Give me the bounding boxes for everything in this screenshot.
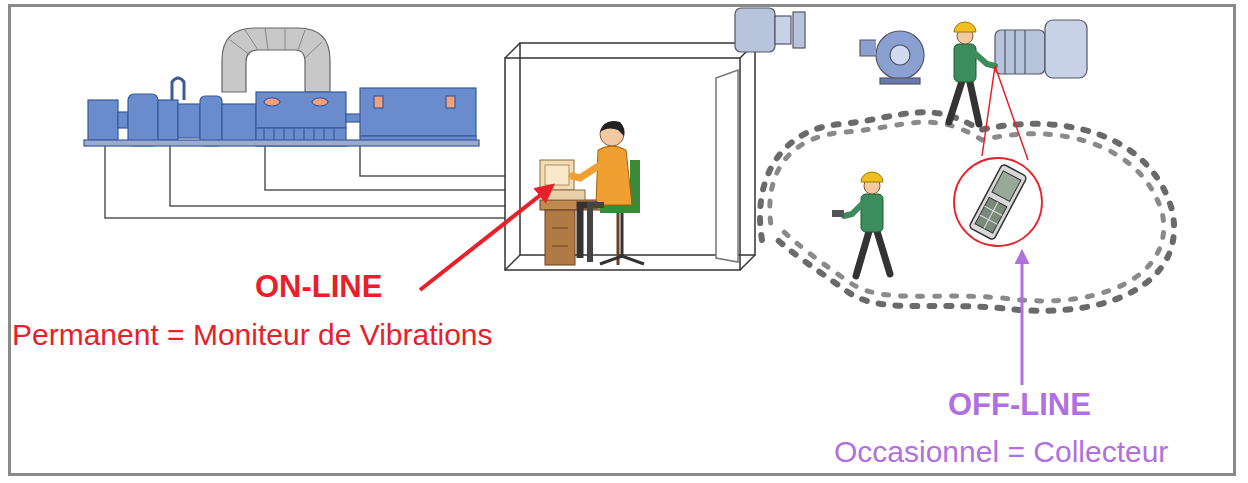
indicator bbox=[374, 96, 383, 108]
operator-arm bbox=[572, 165, 600, 178]
desk-drawer bbox=[545, 210, 575, 265]
machine-part bbox=[88, 100, 118, 140]
machine-train bbox=[84, 28, 479, 146]
worker-leg bbox=[876, 228, 890, 274]
duct-rib bbox=[245, 30, 258, 50]
machine-part bbox=[200, 96, 222, 146]
machine-skid bbox=[84, 140, 479, 146]
room-edge bbox=[505, 43, 520, 58]
pointer-arrow bbox=[1021, 252, 1024, 385]
indicator bbox=[312, 98, 328, 106]
machine-part bbox=[158, 100, 178, 140]
zoom-line bbox=[982, 66, 995, 156]
computer-screen bbox=[545, 165, 569, 185]
room-edge bbox=[505, 255, 520, 270]
computer-base bbox=[545, 190, 585, 200]
control-room bbox=[505, 43, 755, 270]
zoom-line bbox=[995, 66, 1028, 160]
room-door bbox=[716, 70, 738, 262]
machine-part bbox=[118, 112, 128, 128]
worker-leg bbox=[969, 78, 979, 124]
motor-rib bbox=[1014, 30, 1015, 74]
mode-heading: ON-LINE bbox=[255, 270, 382, 304]
motor-rib bbox=[1024, 30, 1025, 74]
motor-body bbox=[995, 30, 1045, 74]
worker-arm bbox=[844, 200, 866, 216]
fan-housing bbox=[876, 31, 924, 79]
duct-rib bbox=[230, 40, 250, 55]
motor-body bbox=[735, 8, 775, 52]
chair-seat bbox=[600, 205, 640, 213]
chair-legs bbox=[600, 256, 644, 264]
footprints bbox=[760, 112, 1174, 310]
footprints bbox=[770, 122, 1164, 301]
field-machines bbox=[735, 8, 1087, 84]
room-edge bbox=[740, 255, 755, 270]
worker-leg bbox=[949, 78, 963, 122]
duct-rib bbox=[265, 28, 268, 50]
room-front bbox=[505, 58, 740, 270]
collector-device bbox=[969, 164, 1028, 241]
operator-desk bbox=[540, 121, 644, 265]
operator-shirt bbox=[596, 146, 632, 205]
duct-rib bbox=[298, 30, 305, 50]
indicator bbox=[264, 98, 280, 106]
fan-hub bbox=[890, 45, 910, 65]
collector-screen bbox=[992, 171, 1021, 202]
signal-wire bbox=[265, 145, 505, 190]
machine-part bbox=[360, 88, 476, 136]
worker-arm bbox=[971, 50, 995, 66]
machine-pipe bbox=[172, 78, 184, 100]
pointer-arrow bbox=[420, 186, 552, 290]
collector-zoom bbox=[954, 66, 1042, 246]
signal-wire bbox=[105, 140, 505, 218]
hard-hat bbox=[861, 172, 883, 182]
mode-description: Occasionnel = Collecteur bbox=[834, 435, 1168, 468]
machine-part bbox=[222, 104, 256, 142]
motor-flange bbox=[793, 12, 805, 48]
worker-leg bbox=[856, 228, 870, 276]
machine-part bbox=[256, 92, 346, 128]
motor-coupling bbox=[775, 16, 791, 44]
collector-keypad bbox=[975, 197, 1007, 233]
motor-rib bbox=[1004, 30, 1005, 74]
air-duct bbox=[222, 28, 330, 92]
duct-ribs bbox=[230, 28, 322, 58]
operator-head bbox=[600, 122, 624, 146]
mode-heading: OFF-LINE bbox=[948, 388, 1091, 422]
indicator bbox=[446, 96, 455, 108]
motor-body bbox=[1045, 20, 1087, 78]
desk-line bbox=[552, 246, 568, 247]
collector-device bbox=[832, 210, 844, 217]
field-worker bbox=[832, 172, 890, 276]
signal-wires bbox=[105, 140, 505, 218]
desk-line bbox=[552, 228, 568, 229]
fan-base bbox=[880, 78, 920, 84]
collector-body bbox=[969, 164, 1028, 241]
operator-hair bbox=[600, 121, 625, 136]
operator-legs bbox=[590, 205, 604, 262]
duct-rib bbox=[285, 28, 286, 50]
chair-post bbox=[621, 213, 624, 258]
fan-outlet bbox=[860, 40, 876, 56]
duct-rib bbox=[305, 42, 322, 58]
mode-description: Permanent = Moniteur de Vibrations bbox=[12, 318, 493, 351]
hard-hat bbox=[954, 22, 976, 32]
machine-part bbox=[128, 94, 158, 146]
keypad-line bbox=[984, 202, 998, 228]
machine-part bbox=[178, 104, 200, 138]
zoom-circle bbox=[954, 158, 1042, 246]
